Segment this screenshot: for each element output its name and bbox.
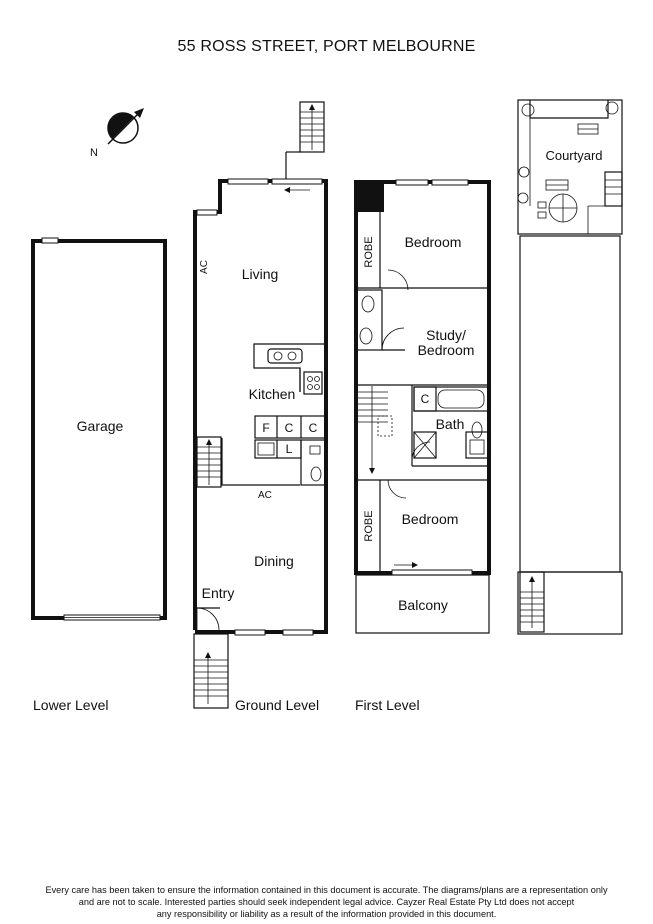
page-title: 55 ROSS STREET, PORT MELBOURNE [177,38,476,55]
room-label-courtyard: Courtyard [545,148,602,163]
courtyard-roof-plan [517,99,623,635]
first-level-plan [354,179,491,634]
disclaimer-line-1: Every care has been taken to ensure the … [45,885,608,895]
lower-level-plan [31,237,167,621]
disclaimer-line-3: any responsibility or liability as a res… [156,909,497,919]
cupboard-label-2: C [309,421,318,435]
robe-label-upper: ROBE [363,236,375,267]
level-label-lower: Lower Level [33,697,109,713]
room-label-bath: Bath [436,416,465,432]
compass-label: N [90,147,98,159]
cupboard-label-1: C [285,421,294,435]
ac-label-lower: AC [258,490,272,501]
level-label-ground: Ground Level [235,697,319,713]
ac-label-upper: AC [199,260,210,274]
disclaimer: Every care has been taken to ensure the … [0,884,653,920]
fridge-label: F [262,421,269,435]
room-label-entry: Entry [202,585,235,601]
laundry-label: L [286,442,293,456]
level-label-first: First Level [355,697,420,713]
north-arrow-icon [107,108,144,145]
room-label-kitchen: Kitchen [249,386,296,402]
room-label-study-line2: Bedroom [418,342,475,358]
room-label-balcony: Balcony [398,597,448,613]
bath-cupboard-label: C [421,392,430,406]
room-label-bedroom-upper: Bedroom [405,234,462,250]
ground-level-plan [193,101,328,709]
room-label-dining: Dining [254,553,294,569]
room-label-study-line1: Study/ [426,327,466,343]
disclaimer-line-2: and are not to scale. Interested parties… [78,897,575,907]
room-label-bedroom-lower: Bedroom [402,511,459,527]
robe-label-lower: ROBE [363,510,375,541]
room-label-living: Living [242,266,279,282]
room-label-garage: Garage [77,418,124,434]
